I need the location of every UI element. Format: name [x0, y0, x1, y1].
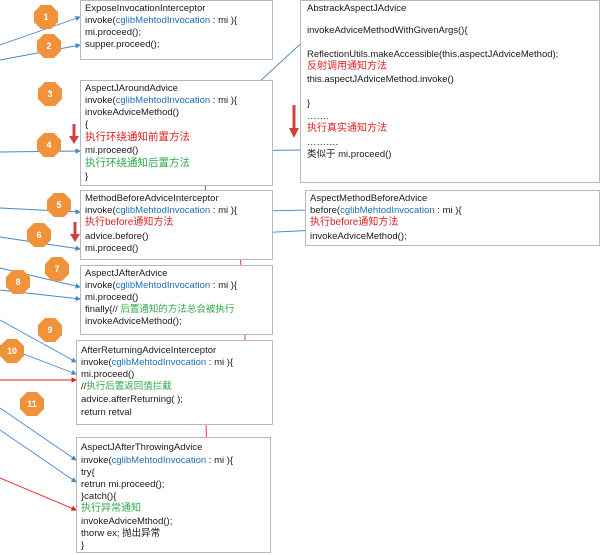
code-line: mi.proceed() — [85, 243, 139, 254]
code-line: supper.proceed(); — [85, 39, 160, 50]
before-note: 执行before通知方法 — [310, 217, 399, 228]
step-badge-6: 6 — [27, 223, 51, 247]
invoke-signature: invoke(cglibMehtodInvocation : mi ){ — [85, 205, 238, 216]
arrow-line — [0, 319, 77, 363]
finally-line: finally{// 后置通知的方法总会被执行 — [85, 304, 235, 315]
step-badge-5: 5 — [47, 193, 71, 217]
step-badge-8: 8 — [6, 270, 30, 294]
invoke-signature: invoke(cglibMehtodInvocation : mi ){ — [81, 455, 234, 466]
invoke-signature: invoke(cglibMehtodInvocation : mi ){ — [81, 357, 234, 368]
invoke-signature: invoke(cglibMehtodInvocation : mi ){ — [85, 95, 238, 106]
arrow-line — [0, 15, 81, 46]
code-line: this.aspectJAdviceMethod.invoke() — [307, 74, 454, 85]
arrow-line — [0, 429, 77, 483]
code-line: } — [85, 171, 89, 182]
flow-arrow-red-head — [70, 234, 80, 242]
box-title: AspectJAroundAdvice — [85, 83, 178, 94]
exception-note: 执行异常通知 — [81, 503, 141, 514]
code-line: try{ — [81, 467, 95, 478]
box-title: MethodBeforeAdviceInterceptor — [85, 193, 219, 204]
real-advice-note: 执行真实通知方法 — [307, 123, 387, 134]
code-line: }catch(){ — [81, 491, 117, 502]
code-line: ReflectionUtils.makeAccessible(this.aspe… — [307, 49, 559, 60]
code-line: mi.proceed() — [85, 145, 139, 156]
code-line: invokeAdviceMethodWithGivenArgs(){ — [307, 25, 468, 36]
step-badge-4: 4 — [37, 133, 61, 157]
box-title: AbstrackAspectJAdvice — [307, 3, 407, 14]
aspect-method-before-advice-box: AspectMethodBeforeAdvice before(cglibMeh… — [305, 190, 600, 246]
step-badge-10: 10 — [0, 339, 24, 363]
after-returning-comment: //执行后置返回值拦截 — [81, 381, 172, 392]
before-signature: before(cglibMehtodInvocation : mi ){ — [310, 205, 462, 216]
step-badge-9: 9 — [38, 318, 62, 342]
code-line: advice.before() — [85, 231, 149, 242]
box-title: AfterReturningAdviceInterceptor — [81, 345, 217, 356]
code-line: mi.proceed() — [81, 369, 135, 380]
after-returning-advice-interceptor-box: AfterReturningAdviceInterceptor invoke(c… — [76, 340, 273, 425]
code-line: ………. — [307, 137, 339, 148]
invoke-signature: invoke(cglibMehtodInvocation : mi ){ — [85, 280, 238, 291]
code-line: advice.afterReturning( ); — [81, 394, 183, 405]
reflect-note: 反射调用通知方法 — [307, 61, 387, 72]
code-line: } — [81, 540, 85, 551]
aspectj-around-advice-box: AspectJAroundAdvice invoke(cglibMehtodIn… — [80, 80, 273, 186]
invoke-signature: invoke(cglibMehtodInvocation : mi ){ — [85, 15, 238, 26]
code-line: invokeAdviceMethod(); — [310, 231, 407, 242]
box-title: AspectMethodBeforeAdvice — [310, 193, 428, 204]
flow-arrow-red-head — [289, 128, 299, 138]
step-badge-11: 11 — [20, 392, 44, 416]
code-line: mi.proceed() — [85, 292, 139, 303]
before-note: 执行before通知方法 — [85, 217, 174, 228]
code-line: mi.proceed(); — [85, 27, 141, 38]
abstract-aspectj-advice-box: AbstrackAspectJAdvice invokeAdviceMethod… — [300, 0, 600, 183]
code-line: ……. — [307, 111, 329, 122]
arrow-line — [0, 477, 77, 511]
step-badge-3: 3 — [38, 82, 62, 106]
step-badge-1: 1 — [34, 5, 58, 29]
code-line: invokeAdviceMthod(); — [81, 516, 173, 527]
expose-invocation-box: ExposeInvocationInterceptor invoke(cglib… — [80, 0, 273, 60]
box-title: AspectJAfterThrowingAdvice — [81, 442, 203, 453]
box-title: ExposeInvocationInterceptor — [85, 3, 206, 14]
around-before-note: 执行环绕通知前置方法 — [85, 131, 190, 143]
code-line: thorw ex; 抛出异常 — [81, 528, 161, 539]
method-before-advice-interceptor-box: MethodBeforeAdviceInterceptor invoke(cgl… — [80, 190, 273, 260]
aspectj-after-advice-box: AspectJAfterAdvice invoke(cglibMehtodInv… — [80, 265, 273, 335]
aspectj-after-throwing-advice-box: AspectJAfterThrowingAdvice invoke(cglibM… — [76, 437, 271, 553]
box-title: AspectJAfterAdvice — [85, 268, 168, 279]
code-line: } — [307, 98, 311, 109]
code-line: { — [85, 119, 89, 130]
code-line: invokeAdviceMethod() — [85, 107, 179, 118]
code-line: return retval — [81, 407, 132, 418]
code-line: retrun mi.proceed(); — [81, 479, 165, 490]
code-line: 类似于 mi.proceed() — [307, 149, 392, 160]
around-after-note: 执行环绕通知后置方法 — [85, 157, 190, 169]
flow-arrow-red-head — [69, 136, 79, 144]
step-badge-2: 2 — [37, 34, 61, 58]
arrow-line — [0, 407, 77, 461]
step-badge-7: 7 — [45, 257, 69, 281]
code-line: invokeAdviceMethod(); — [85, 316, 182, 327]
